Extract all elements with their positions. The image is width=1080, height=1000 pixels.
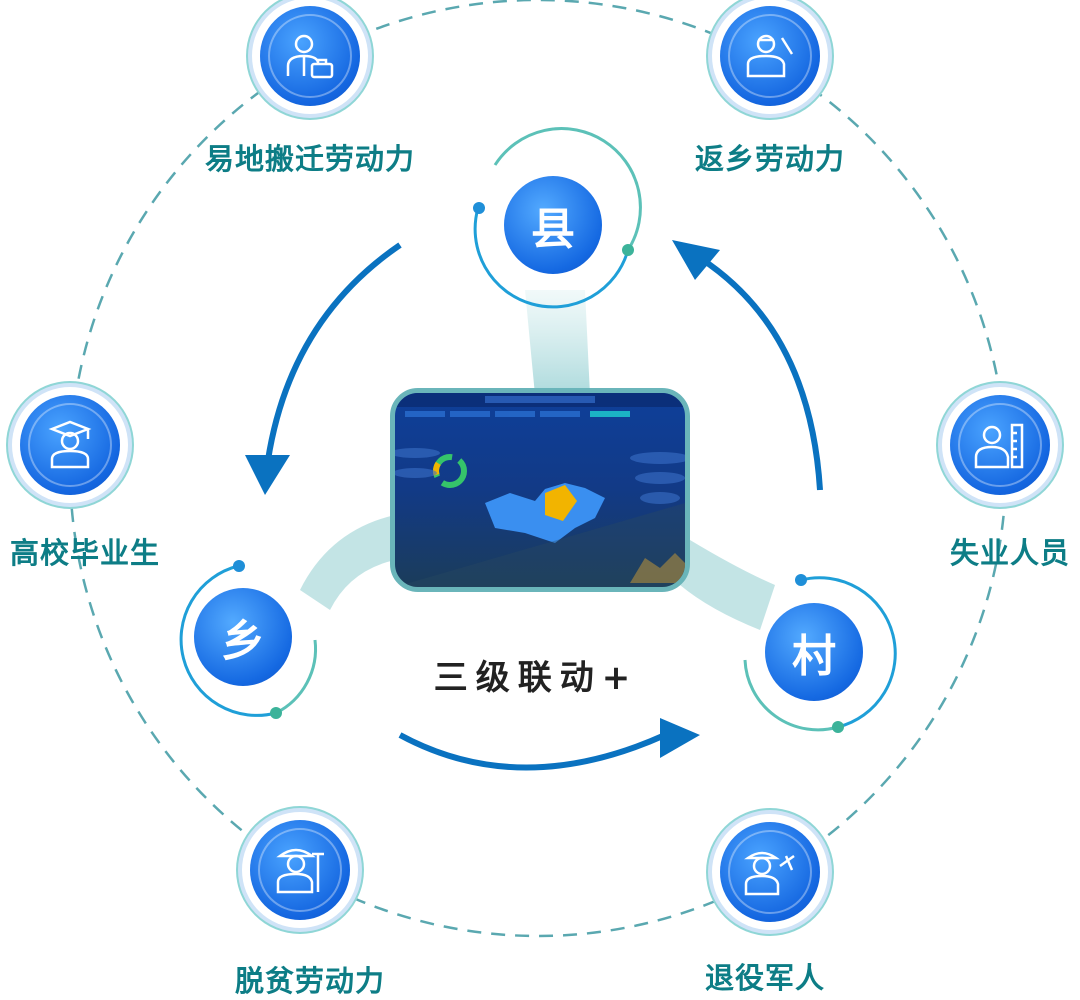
- township-ring: [179, 564, 277, 717]
- level-label: 村: [792, 631, 836, 682]
- dashboard-screenshot: [390, 388, 690, 592]
- worker-tools-icon: [746, 34, 794, 78]
- group-label: 失业人员: [949, 536, 1071, 570]
- group-label: 脱贫劳动力: [234, 964, 386, 998]
- worker-ruler-icon: [974, 423, 1024, 469]
- county-ring: [473, 207, 630, 309]
- group-node-relocated[interactable]: [260, 6, 360, 106]
- level-node-township[interactable]: 乡: [194, 588, 292, 686]
- level-node-county[interactable]: 县: [504, 176, 602, 274]
- worker-briefcase-icon: [286, 34, 334, 79]
- level-node-village[interactable]: 村: [765, 603, 863, 701]
- township-ring-2: [275, 639, 318, 715]
- arrow-village-to-county: [698, 255, 823, 491]
- arrow-township-to-village: [398, 732, 667, 771]
- center-title: 三级联动+: [433, 658, 639, 698]
- dashboard-thumbnail-graphic: [395, 393, 685, 587]
- beam-village: [680, 540, 775, 630]
- arrow-county-to-township: [265, 242, 402, 461]
- group-label: 退役军人: [704, 961, 826, 995]
- group-label: 返乡劳动力: [694, 142, 846, 176]
- graduate-icon: [48, 420, 92, 469]
- village-ring-2: [743, 659, 839, 732]
- group-node-poverty-relief[interactable]: [250, 820, 350, 920]
- county-ring-2: [493, 127, 642, 251]
- group-node-graduates[interactable]: [20, 395, 120, 495]
- beam-township: [300, 515, 395, 610]
- farmer-rake-icon: [276, 848, 324, 894]
- soldier-plane-icon: [744, 851, 795, 896]
- group-label: 高校毕业生: [9, 536, 161, 570]
- village-ring: [800, 576, 897, 729]
- group-node-veterans[interactable]: [720, 822, 820, 922]
- beam-county: [525, 290, 590, 395]
- group-node-returning[interactable]: [720, 6, 820, 106]
- level-label: 乡: [221, 616, 265, 667]
- level-label: 县: [531, 204, 575, 255]
- group-label: 易地搬迁劳动力: [204, 142, 416, 176]
- group-node-unemployed[interactable]: [950, 395, 1050, 495]
